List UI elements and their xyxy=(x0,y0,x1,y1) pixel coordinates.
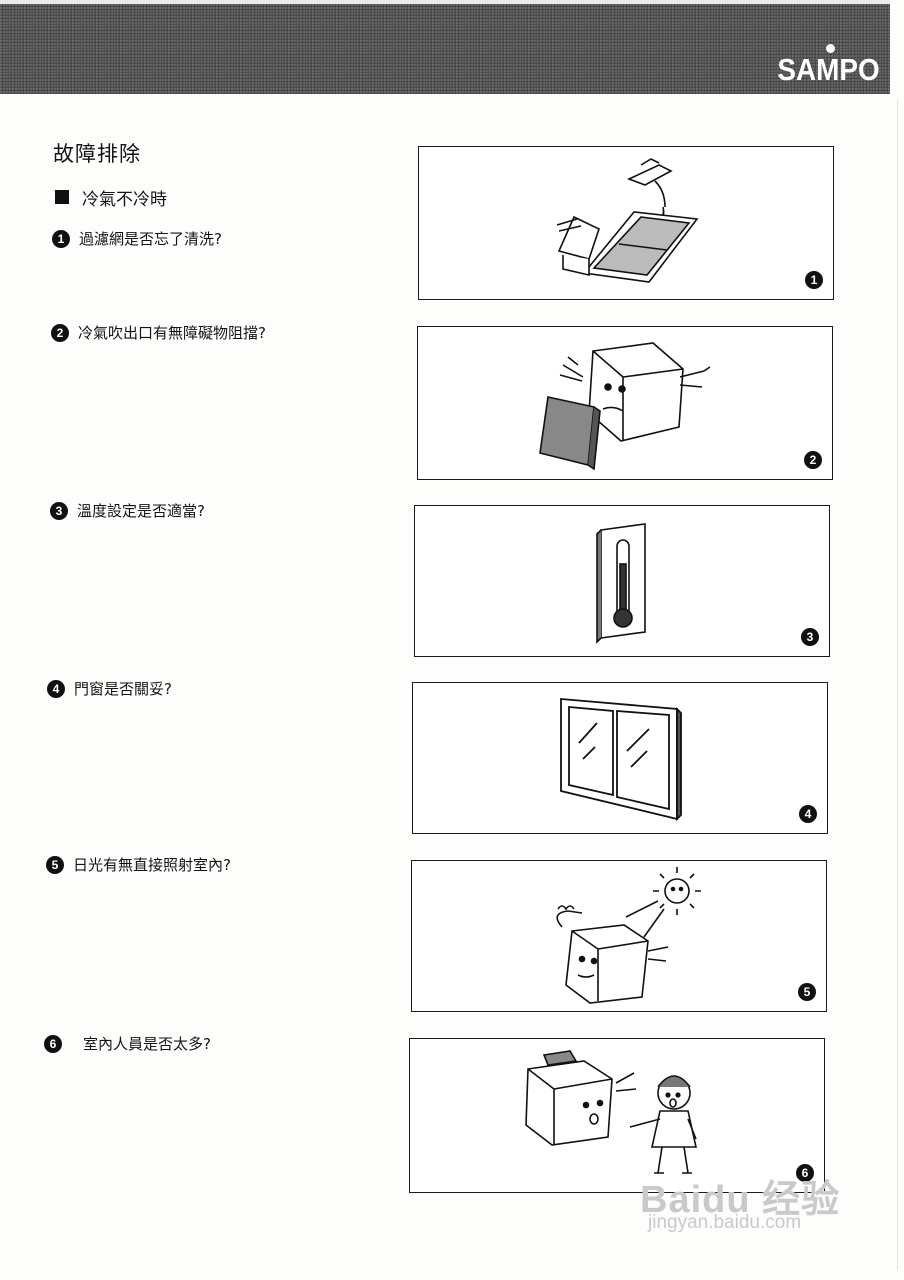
watermark: Baidu 经验 jingyan.baidu.com xyxy=(640,1168,872,1242)
illustration-number-badge: 2 xyxy=(804,451,822,469)
illustration-number-badge: 5 xyxy=(798,983,816,1001)
item-number-badge: 3 xyxy=(50,501,68,520)
checklist-item-1: 1 過濾網是否忘了清洗? xyxy=(52,228,222,249)
item-text: 溫度設定是否適當? xyxy=(77,502,205,520)
checklist-item-3: 3 溫度設定是否適當? xyxy=(50,500,205,521)
item-text: 日光有無直接照射室內? xyxy=(73,856,231,874)
item-text: 室內人員是否太多? xyxy=(83,1035,211,1053)
checklist-item-5: 5 日光有無直接照射室內? xyxy=(46,854,231,875)
checklist-item-2: 2 冷氣吹出口有無障礙物阻擋? xyxy=(51,322,266,343)
thermometer-icon xyxy=(596,523,646,644)
watermark-url: jingyan.baidu.com xyxy=(648,1212,802,1233)
watermark-main: Baidu 经验 xyxy=(640,1179,841,1221)
sunlight-icon xyxy=(556,867,701,1004)
illustration-number-badge: 6 xyxy=(796,1164,814,1182)
illustration-panel-1: 1 xyxy=(418,146,834,300)
brand-logo-dot xyxy=(826,44,835,53)
item-text: 過濾網是否忘了清洗? xyxy=(79,230,222,248)
checklist-item-4: 4 門窗是否關妥? xyxy=(47,678,172,699)
illustration-panel-4: 4 xyxy=(412,682,828,834)
item-text: 冷氣吹出口有無障礙物阻擋? xyxy=(78,324,266,342)
illustration-number-badge: 3 xyxy=(801,628,819,646)
item-number-badge: 2 xyxy=(51,323,69,342)
section-title: 冷氣不冷時 xyxy=(82,189,167,210)
item-text: 門窗是否關妥? xyxy=(74,680,172,698)
window-icon xyxy=(560,698,682,822)
item-number-badge: 6 xyxy=(44,1034,62,1053)
filter-washing-icon xyxy=(556,158,699,283)
checklist-item-6: 6 室內人員是否太多? xyxy=(44,1033,211,1054)
illustration-panel-2: 2 xyxy=(417,326,833,480)
illustration-panel-6: 6 xyxy=(409,1038,825,1193)
illustration-panel-3: 3 xyxy=(414,505,830,657)
illustration-panel-5: 5 xyxy=(411,860,827,1012)
crowded-room-icon xyxy=(525,1050,697,1174)
blocked-outlet-icon xyxy=(539,342,711,471)
page-title: 故障排除 xyxy=(53,142,141,166)
item-number-badge: 4 xyxy=(47,679,65,698)
section-heading: 冷氣不冷時 xyxy=(55,186,167,210)
square-bullet-icon xyxy=(55,190,69,204)
scan-edge-line xyxy=(897,100,898,1270)
brand-logo: SAMPO xyxy=(777,52,880,87)
item-number-badge: 1 xyxy=(52,229,70,248)
illustration-number-badge: 4 xyxy=(799,805,817,823)
item-number-badge: 5 xyxy=(46,855,64,874)
illustration-number-badge: 1 xyxy=(805,271,823,289)
header-topline xyxy=(0,0,890,4)
header-band xyxy=(0,4,890,94)
